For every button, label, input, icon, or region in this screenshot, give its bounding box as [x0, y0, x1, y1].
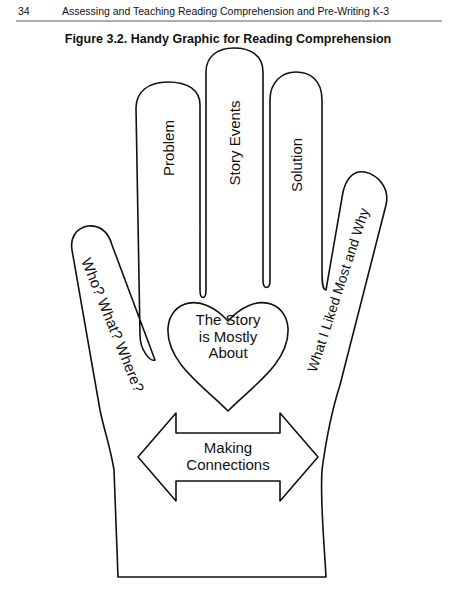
- finger-label: Problem: [161, 120, 176, 176]
- hand-outline: Who? What? Where?ProblemStory EventsSolu…: [55, 40, 405, 585]
- arrow-text: Making Connections: [138, 413, 318, 501]
- double-arrow-path: [138, 413, 318, 501]
- heart-text: The Story is Mostly About: [166, 293, 290, 411]
- finger-label: Solution: [289, 138, 304, 192]
- double-arrow: Making Connections: [138, 413, 318, 501]
- header-rule: [16, 21, 442, 22]
- figure-title: Figure 3.2. Handy Graphic for Reading Co…: [0, 32, 456, 46]
- heart-shape: The Story is Mostly About: [166, 293, 290, 411]
- hand-outline-path: [72, 48, 387, 577]
- running-head: Assessing and Teaching Reading Comprehen…: [62, 5, 389, 17]
- page-number: 34: [18, 5, 30, 17]
- finger-label: Story Events: [227, 100, 242, 185]
